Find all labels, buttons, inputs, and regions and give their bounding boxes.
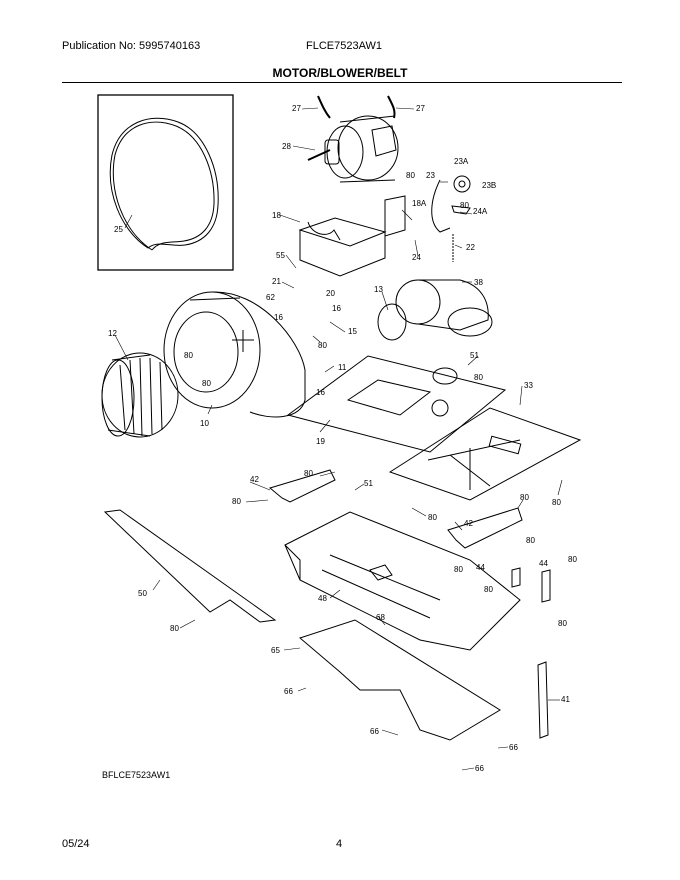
callout-18: 18 [272, 211, 281, 220]
belt-inset-box [97, 94, 234, 271]
callout-55: 55 [276, 251, 285, 260]
callout-48: 48 [318, 594, 327, 603]
blower-wheel [101, 352, 179, 438]
callout-68: 68 [376, 613, 385, 622]
callout-16: 16 [332, 304, 341, 313]
base-frame [284, 511, 521, 651]
callout-28: 28 [282, 142, 291, 151]
callout-22: 22 [466, 243, 475, 252]
callout-80: 80 [318, 341, 327, 350]
bracket-44b [541, 569, 551, 603]
bracket-left [268, 469, 336, 503]
callout-80: 80 [484, 585, 493, 594]
callout-80: 80 [474, 373, 483, 382]
callout-24: 24 [412, 253, 421, 262]
callout-13: 13 [374, 285, 383, 294]
callout-80: 80 [304, 469, 313, 478]
callout-23B: 23B [482, 181, 496, 190]
callout-23A: 23A [454, 157, 469, 166]
publication-number: Publication No: 5995740163 [62, 40, 201, 52]
motor-mount [298, 195, 406, 277]
exhaust-duct [377, 279, 493, 341]
callout-80: 80 [232, 497, 241, 506]
callout-50: 50 [138, 589, 147, 598]
callout-12: 12 [108, 329, 117, 338]
callout-80: 80 [558, 619, 567, 628]
callout-80: 80 [202, 379, 211, 388]
page-number: 4 [336, 838, 343, 850]
callout-80: 80 [454, 565, 463, 574]
callout-25: 25 [114, 225, 123, 234]
base-plate [286, 355, 507, 453]
callout-20: 20 [326, 289, 335, 298]
callout-labels: 27 27 28 80 23A 23 23B 80 18A 24A 18 22 … [108, 104, 577, 773]
callout-66: 66 [509, 743, 518, 752]
callout-27: 27 [416, 104, 425, 113]
callout-80: 80 [526, 536, 535, 545]
header-rule [62, 82, 622, 83]
callout-16: 16 [274, 313, 283, 322]
callout-66: 66 [370, 727, 379, 736]
callout-44: 44 [476, 563, 485, 572]
base-pad [298, 619, 501, 741]
bracket-right [447, 507, 523, 549]
callout-80: 80 [568, 555, 577, 564]
callout-62: 62 [266, 293, 275, 302]
drive-belt [109, 117, 219, 249]
callout-24A: 24A [473, 207, 488, 216]
callout-80: 80 [184, 351, 193, 360]
callout-80: 80 [406, 171, 415, 180]
callout-23: 23 [426, 171, 435, 180]
callout-51: 51 [364, 479, 373, 488]
callout-44: 44 [539, 559, 548, 568]
callout-66: 66 [284, 687, 293, 696]
duct-cover [388, 407, 582, 501]
drive-belt-inner [112, 121, 215, 251]
side-panel [103, 509, 277, 623]
bracket-44a [511, 567, 521, 588]
callout-38: 38 [474, 278, 483, 287]
vertical-bracket [537, 661, 549, 739]
callout-27: 27 [292, 104, 301, 113]
motor [307, 95, 399, 183]
callout-42: 42 [250, 475, 259, 484]
callout-41: 41 [561, 695, 570, 704]
section-title: MOTOR/BLOWER/BELT [272, 66, 408, 80]
callout-19: 19 [316, 437, 325, 446]
callout-80: 80 [460, 201, 469, 210]
callout-80: 80 [428, 513, 437, 522]
callout-11: 11 [338, 363, 347, 372]
callout-16: 16 [316, 388, 325, 397]
callout-80: 80 [520, 493, 529, 502]
callout-51: 51 [470, 351, 479, 360]
callout-15: 15 [348, 327, 357, 336]
model-number: FLCE7523AW1 [306, 40, 383, 52]
callout-65: 65 [271, 646, 280, 655]
callout-33: 33 [524, 381, 533, 390]
callout-18A: 18A [412, 199, 427, 208]
callout-21: 21 [272, 277, 281, 286]
callout-66: 66 [475, 764, 484, 773]
callout-80: 80 [552, 498, 561, 507]
blower-housing [163, 291, 306, 418]
idler-assembly [431, 175, 471, 262]
callout-10: 10 [200, 419, 209, 428]
callout-42: 42 [464, 519, 473, 528]
callout-80: 80 [170, 624, 179, 633]
diagram-id: BFLCE7523AW1 [102, 770, 171, 780]
revision-date: 05/24 [62, 838, 90, 850]
